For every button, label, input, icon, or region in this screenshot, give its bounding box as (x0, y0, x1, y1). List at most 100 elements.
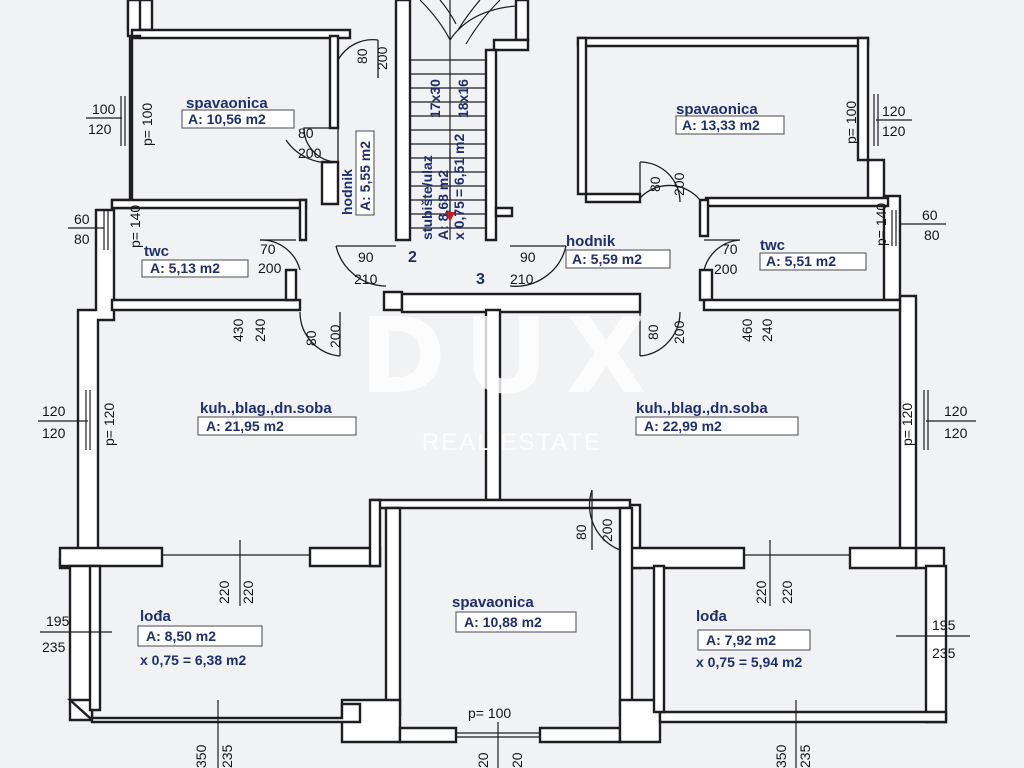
dim-label: 200 (327, 324, 343, 348)
dim-label: 240 (252, 318, 268, 342)
dim-label: 120 (42, 425, 66, 441)
dim-label: 210 (510, 271, 534, 287)
room-name: twc (760, 237, 785, 254)
dim-label: 120 (882, 103, 906, 119)
doors (259, 39, 741, 551)
room-extra: x 0,75 = 6,38 m2 (140, 652, 246, 668)
dim-label: 235 (932, 645, 956, 661)
room-bed-s: spavaonica A: 10,88 m2 (452, 594, 577, 633)
room-name: hodnik (566, 233, 616, 250)
dim-label: p= 120 (101, 403, 117, 446)
room-name: twc (144, 243, 169, 260)
dimensions: 100 120 p= 100 120 120 p= 100 80 200 80 … (38, 46, 976, 768)
room-living-left: kuh.,blag.,dn.soba A: 21,95 m2 (197, 400, 357, 436)
dim-label: 350 (193, 744, 209, 768)
room-name: lođa (696, 608, 727, 625)
dim-label: 100 (92, 101, 116, 117)
room-wc-left: twc A: 5,13 m2 (141, 243, 249, 278)
room-area: A: 10,88 m2 (464, 614, 542, 630)
room-area: A: 8,50 m2 (146, 628, 216, 644)
dim-label: 120 (88, 121, 112, 137)
dim-label: 80 (354, 48, 370, 64)
dim-label: p= 120 (899, 403, 915, 446)
room-name: stubište/ulaz (419, 155, 435, 240)
dim-label: 80 (924, 227, 940, 243)
dim-label: p= 100 (468, 705, 511, 721)
room-name: kuh.,blag.,dn.soba (636, 400, 768, 417)
room-area: A: 5,13 m2 (150, 260, 220, 276)
dim-label: 200 (671, 320, 687, 344)
dim-label: 80 (298, 125, 314, 141)
room-area: A: 13,33 m2 (682, 117, 760, 133)
watermark-logo: DUX (360, 295, 665, 417)
dim-label: 235 (797, 744, 813, 768)
steps-label: 18x16 (455, 79, 471, 118)
room-extra: x 0,75 = 6,51 m2 (451, 134, 467, 240)
watermark: DUX REAL ESTATE (360, 295, 665, 456)
apartment-number: 3 (476, 271, 485, 288)
room-hall-right: hodnik A: 5,59 m2 (565, 233, 671, 269)
dim-label: 80 (74, 231, 90, 247)
dim-label: 80 (303, 330, 319, 346)
room-name: hodnik (339, 169, 355, 215)
dim-label: 430 (230, 318, 246, 342)
dim-label: 120 (944, 403, 968, 419)
watermark-tagline: REAL ESTATE (422, 429, 602, 456)
dim-label: 200 (258, 260, 282, 276)
dim-label: p= 140 (127, 205, 143, 248)
dim-label: 70 (260, 241, 276, 257)
room-hall-left: hodnik A: 5,55 m2 (339, 130, 375, 216)
dim-label: 20 (509, 752, 525, 768)
room-area: A: 8,68 m2 (435, 170, 451, 240)
room-bed-nw: spavaonica A: 10,56 m2 (181, 95, 295, 129)
room-area: A: 10,56 m2 (188, 111, 266, 127)
dim-label: 120 (944, 425, 968, 441)
room-loggia-left: lođa A: 8,50 m2 x 0,75 = 6,38 m2 (137, 608, 263, 668)
dim-label: 200 (671, 172, 687, 196)
staircase (410, 0, 517, 240)
dim-label: 460 (739, 318, 755, 342)
apartment-number: 2 (408, 249, 417, 266)
dim-label: 210 (354, 271, 378, 287)
room-area: A: 21,95 m2 (206, 418, 284, 434)
dim-label: 120 (42, 403, 66, 419)
dim-label: p= 100 (139, 103, 155, 146)
dim-label: 240 (759, 318, 775, 342)
dim-label: 195 (46, 613, 70, 629)
dim-label: 120 (882, 123, 906, 139)
room-living-right: kuh.,blag.,dn.soba A: 22,99 m2 (635, 400, 799, 436)
dim-label: 80 (645, 324, 661, 340)
dim-label: 195 (932, 617, 956, 633)
dim-label: 200 (599, 518, 615, 542)
dim-label: 200 (374, 46, 390, 70)
dim-label: 220 (753, 580, 769, 604)
dim-label: 200 (714, 261, 738, 277)
dim-label: 70 (722, 241, 738, 257)
steps-label: 17x30 (427, 79, 443, 118)
room-wc-right: twc A: 5,51 m2 (759, 237, 867, 271)
room-stair: stubište/ulaz A: 8,68 m2 x 0,75 = 6,51 m… (419, 79, 471, 240)
room-name: spavaonica (452, 594, 534, 611)
dim-label: 80 (647, 176, 663, 192)
room-bed-ne: spavaonica A: 13,33 m2 (675, 101, 785, 135)
room-name: kuh.,blag.,dn.soba (200, 400, 332, 417)
dim-label: p= 100 (843, 101, 859, 144)
room-loggia-right: lođa A: 7,92 m2 x 0,75 = 5,94 m2 (696, 608, 811, 670)
dim-label: 200 (298, 145, 322, 161)
dim-label: 235 (219, 744, 235, 768)
dim-label: 20 (475, 752, 491, 768)
room-area: A: 5,59 m2 (572, 251, 642, 267)
dim-label: 60 (74, 211, 90, 227)
room-area: A: 5,51 m2 (766, 253, 836, 269)
dim-label: 220 (779, 580, 795, 604)
dim-label: 90 (520, 249, 536, 265)
dim-label: 90 (358, 249, 374, 265)
dim-label: 80 (573, 524, 589, 540)
dim-label: 235 (42, 639, 66, 655)
room-area: A: 7,92 m2 (706, 632, 776, 648)
room-area: A: 22,99 m2 (644, 418, 722, 434)
room-name: lođa (140, 608, 171, 625)
room-name: spavaonica (676, 101, 758, 118)
dim-label: 220 (240, 580, 256, 604)
